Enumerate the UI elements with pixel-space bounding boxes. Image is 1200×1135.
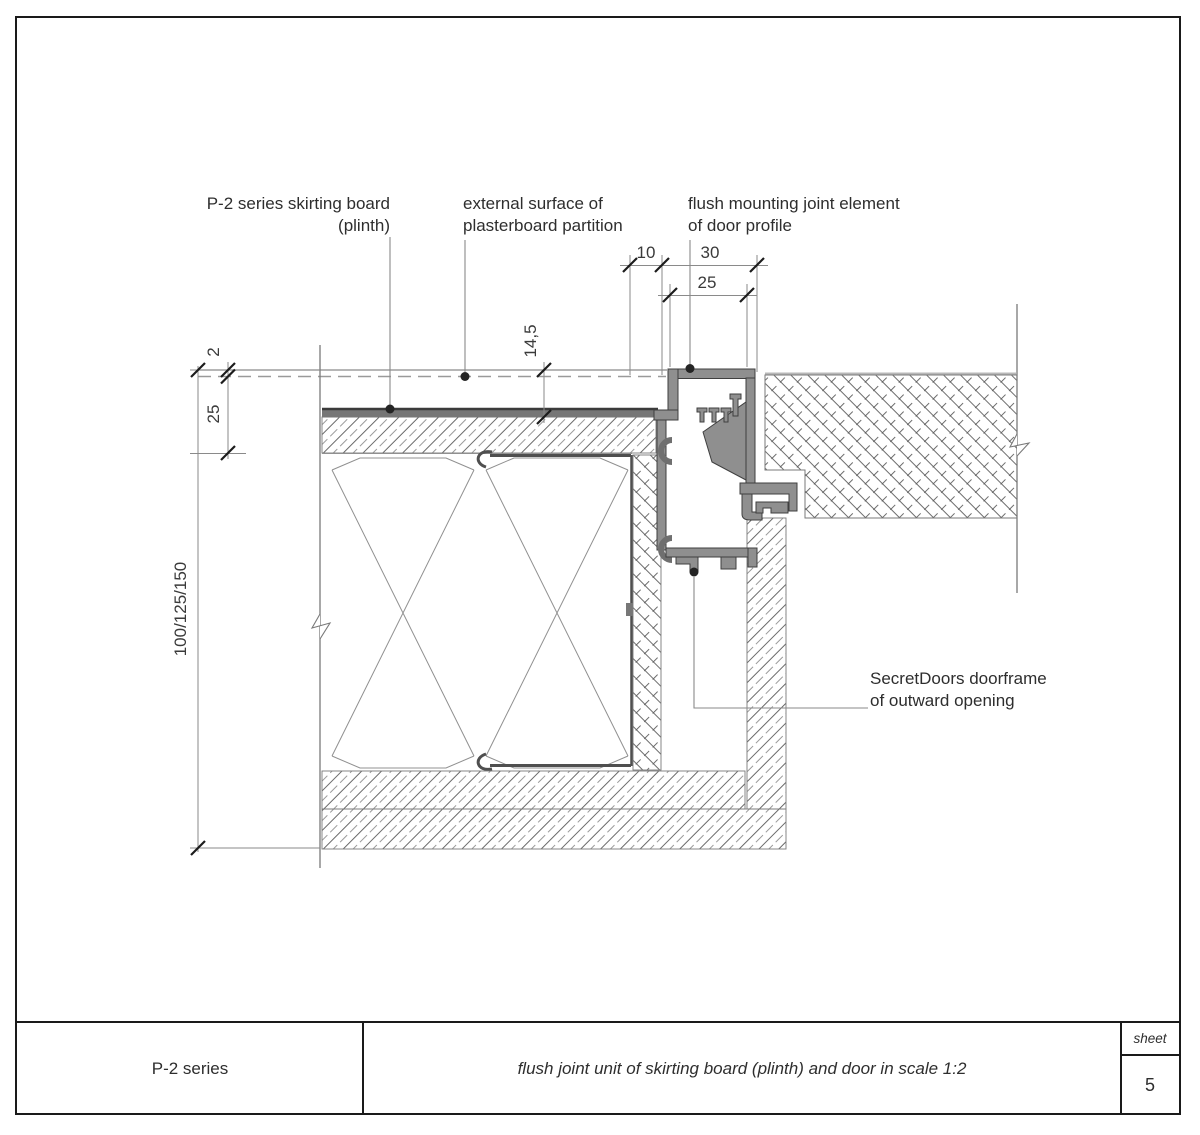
label-doorframe-line1: SecretDoors doorframe <box>870 669 1047 688</box>
wall-block <box>764 372 1018 519</box>
plasterboard-bottom-layer-1 <box>321 770 746 810</box>
label-flush-line2: of door profile <box>688 216 792 235</box>
page-border <box>15 16 1181 1115</box>
dimension-lines <box>190 255 768 856</box>
skirting-board-strip <box>322 407 658 418</box>
metal-stud <box>476 450 633 771</box>
title-block: P-2 series flush joint unit of skirting … <box>16 1021 1180 1114</box>
title-block-sheet-number: 5 <box>1145 1075 1155 1095</box>
title-block-drawing-title: flush joint unit of skirting board (plin… <box>518 1059 967 1078</box>
title-block-series: P-2 series <box>152 1059 229 1078</box>
label-surface-line2: plasterboard partition <box>463 216 623 235</box>
partition-face-line <box>310 345 332 868</box>
label-skirting-line2: (plinth) <box>338 216 390 235</box>
plasterboard-bottom-layer-2 <box>321 808 787 850</box>
insulation-infill <box>322 453 632 769</box>
dim-2: 2 <box>204 347 223 356</box>
dim-25-left: 25 <box>204 405 223 424</box>
dim-partition-thickness: 100/125/150 <box>171 562 190 657</box>
wall-edge-line <box>1008 304 1031 593</box>
dim-10: 10 <box>637 243 656 262</box>
label-flush-line1: flush mounting joint element <box>688 194 900 213</box>
title-block-sheet-label: sheet <box>1133 1031 1167 1046</box>
dim-30: 30 <box>701 243 720 262</box>
label-doorframe-line2: of outward opening <box>870 691 1015 710</box>
door-frame-profile <box>653 368 798 572</box>
dim-14-5: 14,5 <box>521 324 540 357</box>
leader-lines <box>385 237 868 709</box>
label-skirting-line1: P-2 series skirting board <box>207 194 390 213</box>
label-surface-line1: external surface of <box>463 194 603 213</box>
plasterboard-top-layer <box>321 416 657 454</box>
edge-board-strip <box>632 454 662 771</box>
dim-25-top: 25 <box>698 273 717 292</box>
